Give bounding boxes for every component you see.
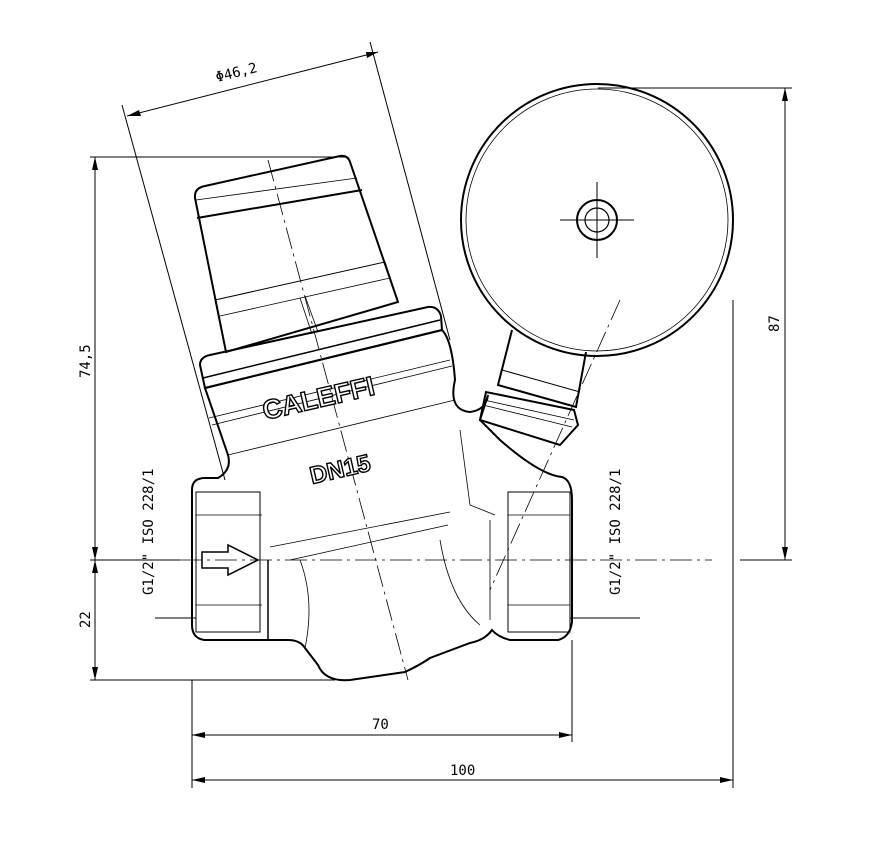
dimension-arrows	[92, 52, 788, 783]
dimension-height-total: 74,5	[78, 344, 94, 378]
flow-direction-arrow-icon	[201, 543, 260, 577]
dimension-height-lower: 22	[78, 611, 94, 628]
dimension-height-gauge: 87	[767, 315, 783, 332]
brand-marking: CALEFFI	[260, 371, 378, 426]
dimension-diameter: Φ46,2	[214, 60, 259, 86]
pressure-gauge	[460, 83, 734, 447]
dimension-lines	[94, 51, 786, 781]
thread-spec-left: G1/2" ISO 228/1	[141, 469, 157, 595]
valve-body	[191, 154, 573, 682]
thread-spec-right: G1/2" ISO 228/1	[608, 469, 624, 595]
dimension-width-total: 100	[450, 763, 475, 779]
extension-lines	[90, 41, 792, 788]
dimension-width-body: 70	[372, 717, 389, 733]
size-marking: DN15	[307, 450, 373, 490]
